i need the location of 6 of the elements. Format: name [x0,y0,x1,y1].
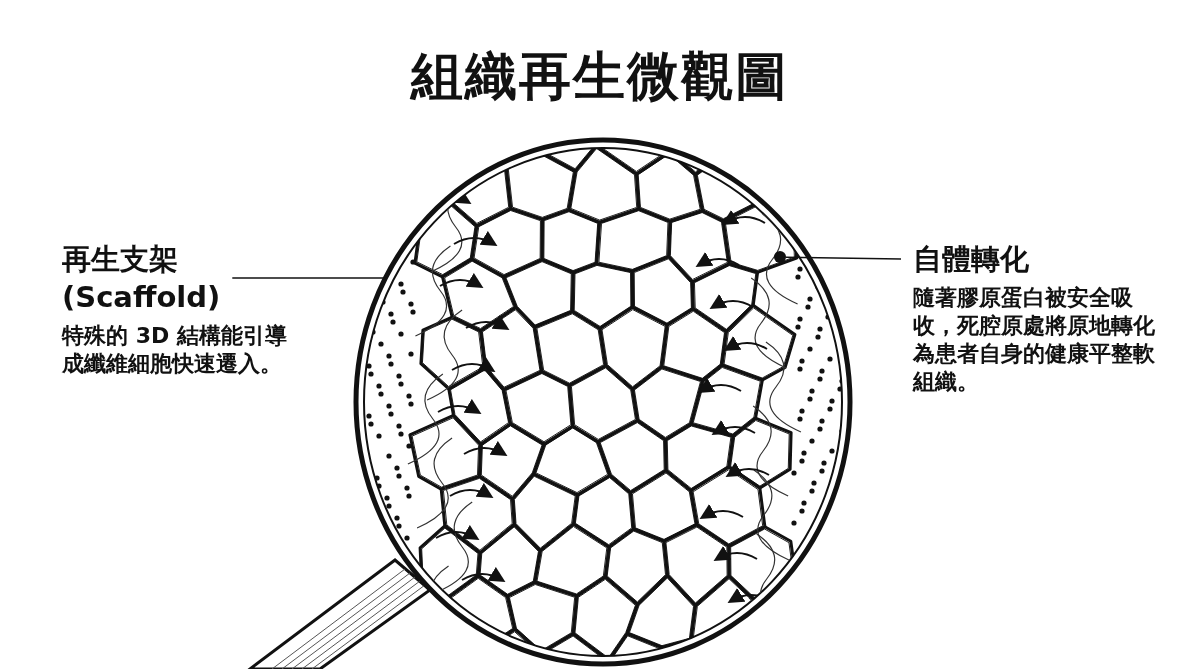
description-text: 隨著膠原蛋白被安全吸收，死腔原處將原地轉化為患者自身的健康平整軟組織。 [913,284,1156,396]
title: 組織再生微觀圖 [409,45,790,108]
heading-text: 自體轉化 [913,241,1030,278]
leader-line [785,256,902,260]
description-text: 特殊的 3D 結構能引導成纖維細胞快速遷入。 [62,322,288,378]
heading-text: 再生支架 (Scaffold) [62,241,222,316]
